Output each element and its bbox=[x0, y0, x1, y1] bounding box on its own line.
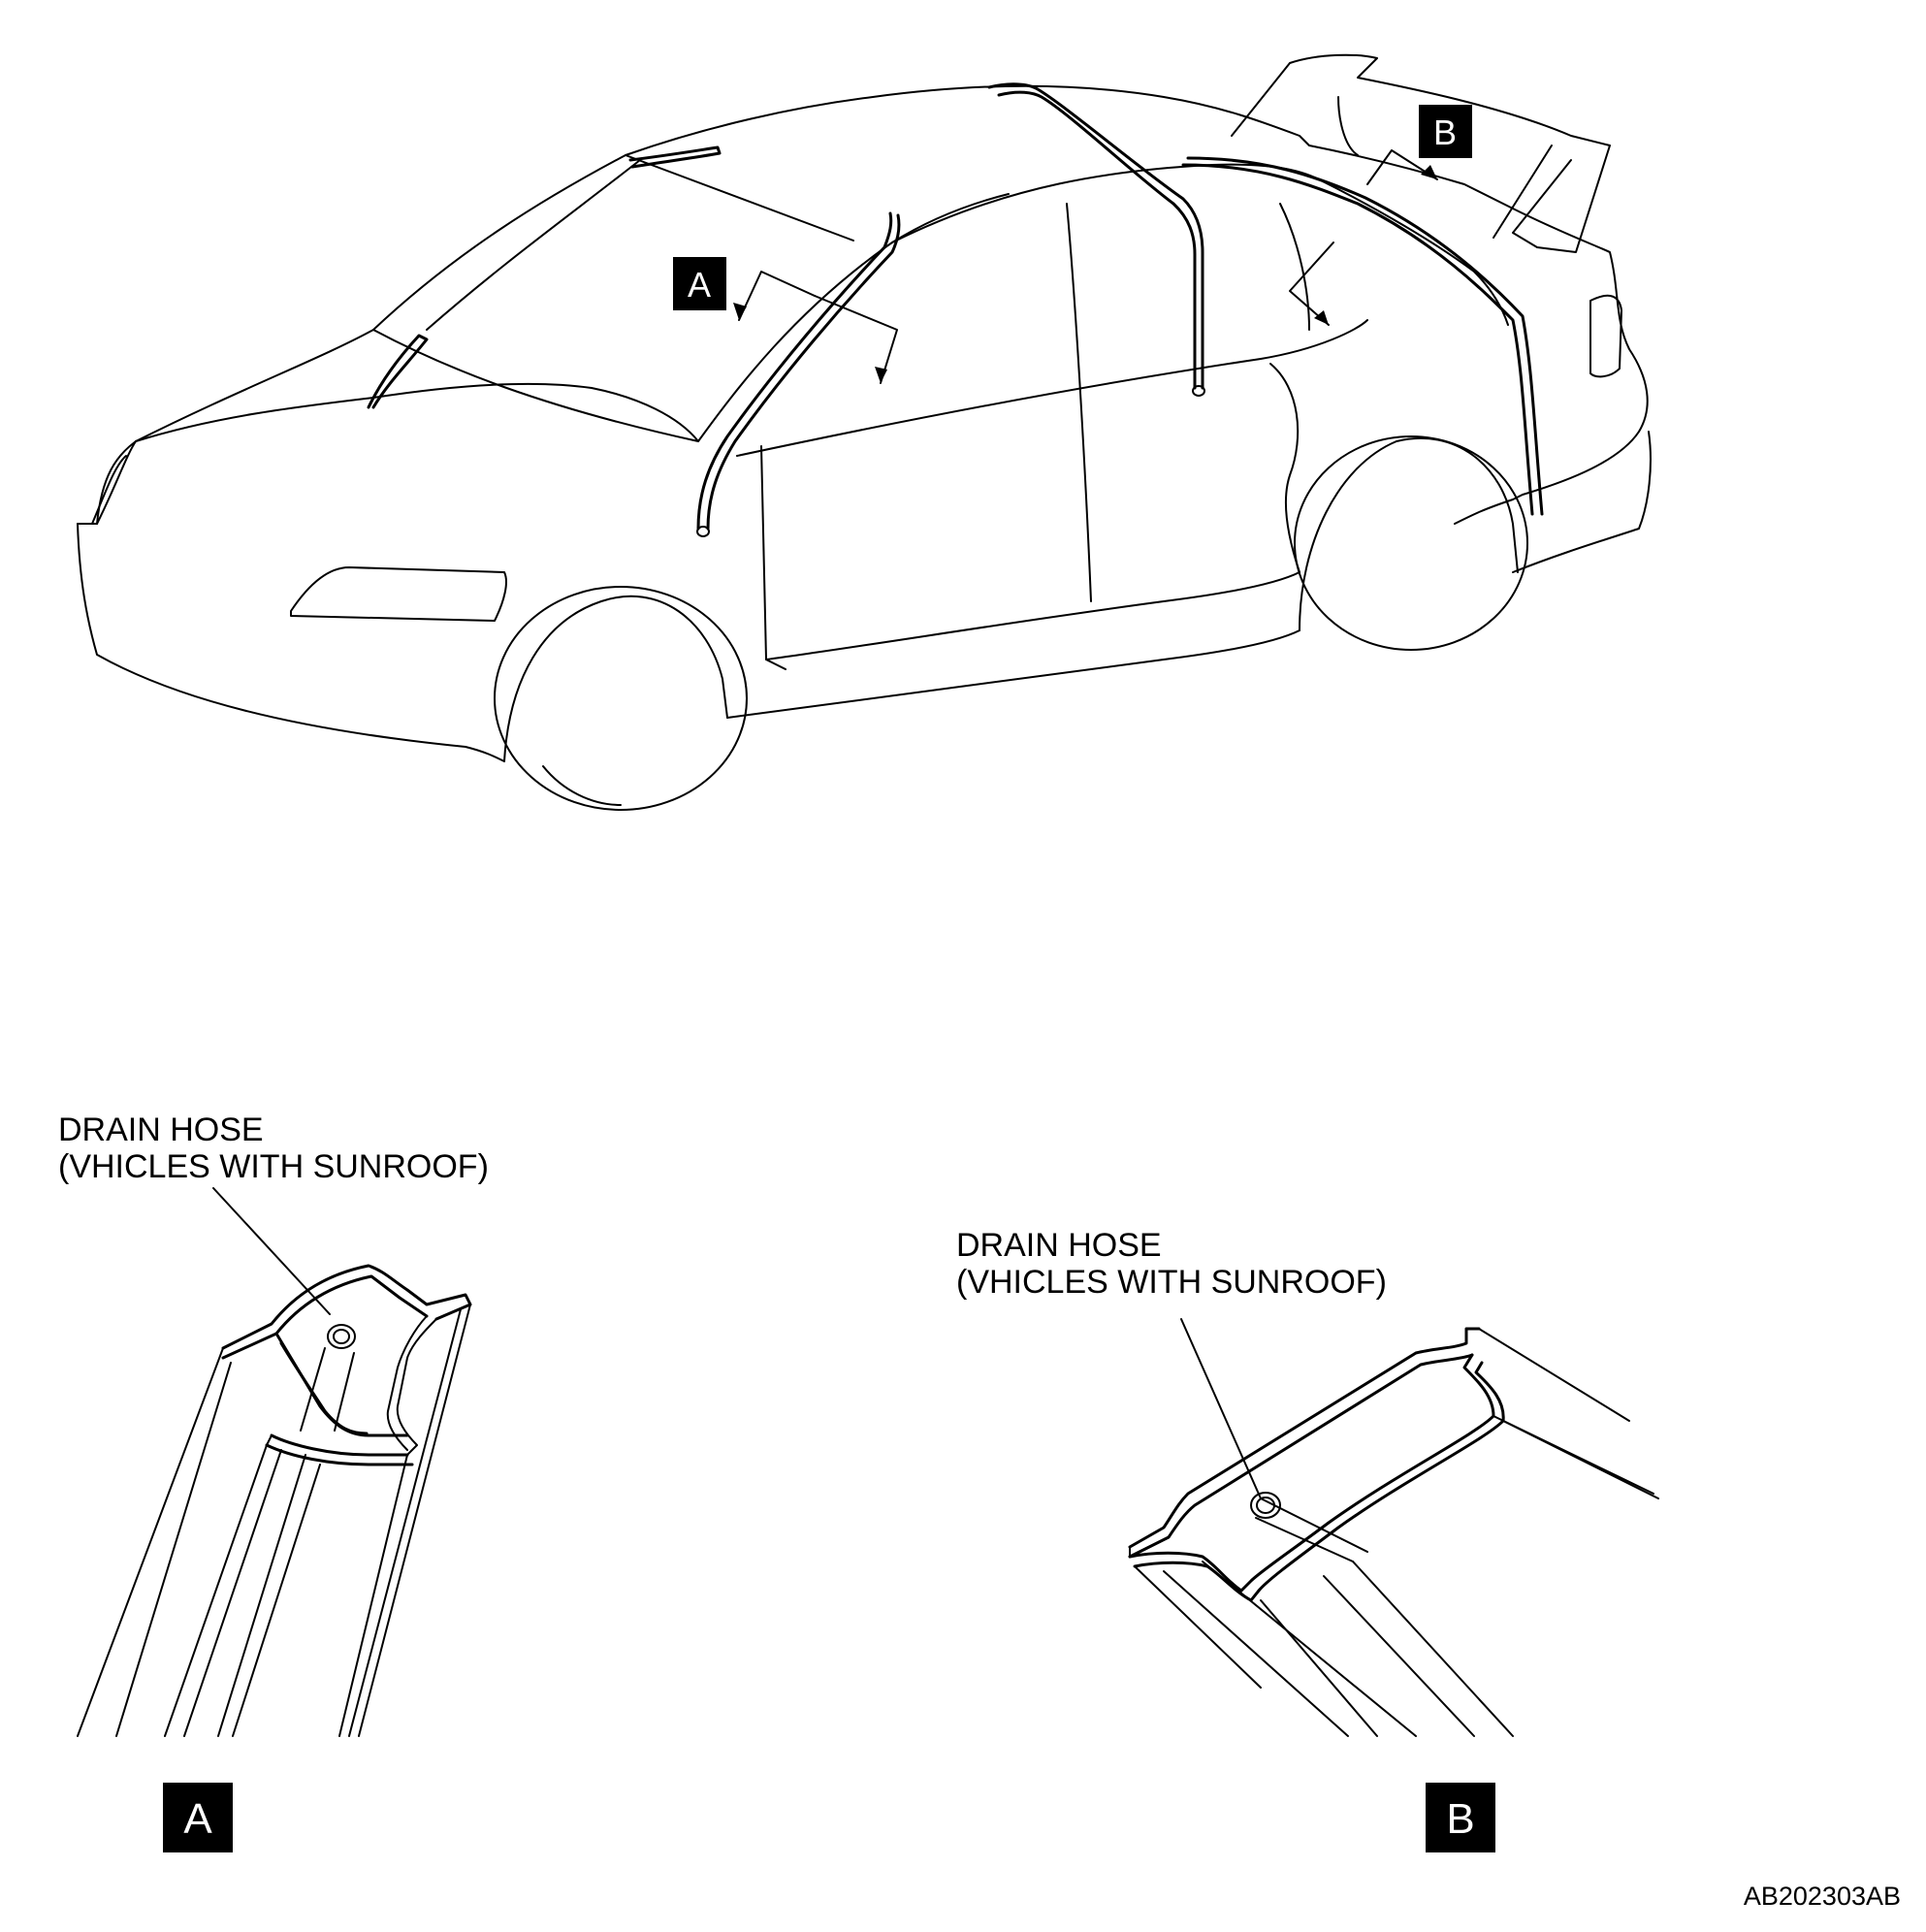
detail-a-label-line1: DRAIN HOSE bbox=[58, 1111, 264, 1148]
callout-a-badge: A bbox=[673, 257, 726, 310]
detail-a-badge: A bbox=[163, 1783, 233, 1852]
detail-a: DRAIN HOSE (VHICLES WITH SUNROOF) A bbox=[58, 1111, 489, 1852]
svg-text:B: B bbox=[1433, 113, 1457, 152]
detail-a-label-line2: (VHICLES WITH SUNROOF) bbox=[58, 1148, 489, 1185]
detail-b-label-line1: DRAIN HOSE bbox=[956, 1227, 1162, 1264]
drain-hose-opening-a bbox=[327, 1324, 356, 1349]
figure-id: AB202303AB bbox=[1744, 1882, 1901, 1911]
detail-b-badge: B bbox=[1426, 1783, 1495, 1852]
svg-text:B: B bbox=[1446, 1795, 1474, 1843]
car-illustration: A B bbox=[77, 53, 1652, 811]
callout-a-arrows bbox=[733, 271, 898, 384]
svg-text:A: A bbox=[183, 1795, 212, 1843]
drain-hose-a-pillar bbox=[696, 211, 901, 537]
svg-text:A: A bbox=[688, 265, 711, 305]
callout-b-arrows bbox=[1289, 149, 1438, 326]
detail-b-leader-line bbox=[1180, 1318, 1262, 1499]
detail-b-label-line2: (VHICLES WITH SUNROOF) bbox=[956, 1264, 1387, 1301]
callout-b-badge: B bbox=[1419, 105, 1472, 158]
drain-hose-opening-b bbox=[1250, 1492, 1281, 1519]
detail-b: DRAIN HOSE (VHICLES WITH SUNROOF) B bbox=[956, 1227, 1659, 1852]
drain-hose-front-left bbox=[367, 145, 722, 409]
detail-a-leader-line bbox=[212, 1187, 331, 1315]
drain-hose-rear-pillar bbox=[1181, 156, 1544, 516]
drain-hose-rear-roof bbox=[987, 82, 1205, 397]
